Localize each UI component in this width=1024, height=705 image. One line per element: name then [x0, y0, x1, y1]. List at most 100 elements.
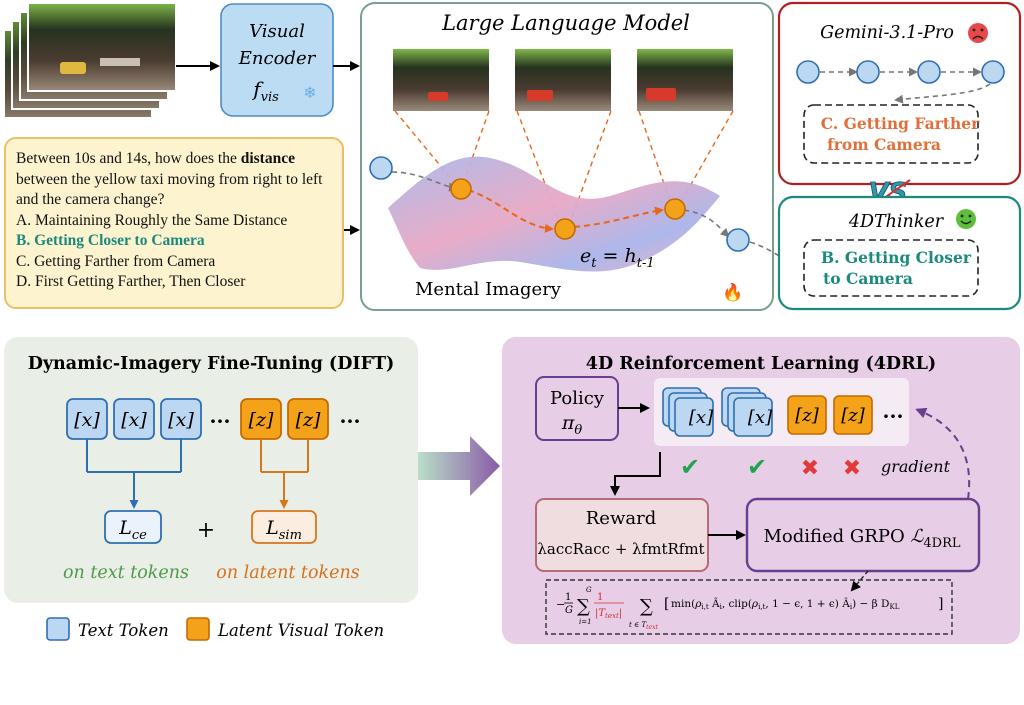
svg-text:1: 1 — [597, 592, 603, 603]
latent-token-bracket — [260, 439, 309, 509]
grpo-formula: − 1 G ∑ G i=1 1 |Ttext| ∑ t ∈ Ttext [ mi… — [556, 586, 943, 631]
svg-text:[x]: [x] — [748, 407, 773, 428]
cross-icon-2: ✖ — [843, 456, 861, 481]
thinker-title: 4DThinker — [848, 212, 945, 232]
svg-text:[: [ — [664, 596, 669, 612]
svg-text:∑: ∑ — [577, 596, 590, 617]
svg-text:[z]: [z] — [841, 405, 866, 426]
svg-text:[x]: [x] — [74, 409, 100, 431]
encoder-line2: Encoder — [238, 48, 317, 69]
svg-text:[z]: [z] — [249, 409, 274, 431]
rollout-text-token-stack-1: [x] — [662, 387, 714, 437]
legend-text-token-swatch — [46, 617, 70, 641]
question-box: Between 10s and 14s, how does the distan… — [4, 137, 344, 309]
fire-icon: 🔥 — [722, 282, 743, 303]
option-a: A. Maintaining Roughly the Same Distance — [16, 211, 288, 229]
legend-text-token-label: Text Token — [78, 621, 169, 640]
option-b: B. Getting Closer to Camera — [16, 232, 205, 249]
formula-box — [545, 579, 953, 635]
equation-label: et = ht-1 — [580, 245, 655, 271]
llm-output-text-token — [726, 228, 750, 252]
on-latent-tokens-label: on latent tokens — [216, 563, 359, 583]
svg-text:−: − — [556, 598, 565, 611]
svg-text:]: ] — [938, 596, 943, 612]
svg-text:G: G — [586, 586, 592, 594]
svg-text:[x]: [x] — [168, 409, 194, 431]
rollout-ellipsis: ··· — [883, 404, 904, 428]
svg-text:[z]: [z] — [795, 405, 820, 426]
rollout-latent-tokens: [z] [z] — [787, 395, 873, 435]
dift-ellipsis-1: ··· — [210, 409, 231, 433]
svg-text:t ∈ Ttext: t ∈ Ttext — [629, 621, 658, 631]
gemini-token-chain — [796, 60, 1005, 104]
mental-imagery-label: Mental Imagery — [415, 279, 562, 300]
on-text-tokens-label: on text tokens — [63, 563, 189, 583]
video-frame-stack — [3, 2, 177, 119]
reward-label: Reward — [586, 508, 656, 529]
dift-text-tokens: [x] [x] [x] — [66, 398, 202, 440]
gemini-answer-line1: C. Getting Farther — [821, 114, 980, 133]
svg-text:G: G — [565, 605, 573, 616]
policy-symbol: πθ — [561, 412, 583, 438]
encoder-line1: Visual — [249, 21, 305, 42]
latent-node-2 — [554, 218, 576, 240]
loss-sim-label: Lsim — [265, 517, 302, 543]
svg-text:∑: ∑ — [640, 596, 653, 617]
svg-text:[x]: [x] — [121, 409, 147, 431]
gemini-panel — [777, 1, 1022, 186]
svg-text:[x]: [x] — [689, 407, 714, 428]
thinker-answer-line2: to Camera — [823, 269, 913, 288]
dift-title: Dynamic-Imagery Fine-Tuning (DIFT) — [28, 354, 395, 374]
thinker-answer-line1: B. Getting Closer — [821, 248, 972, 267]
cross-icon-1: ✖ — [801, 456, 819, 481]
rollout-text-token-stack-2: [x] — [721, 387, 773, 437]
drl-title: 4D Reinforcement Learning (4DRL) — [586, 354, 936, 374]
visual-encoder-box — [220, 3, 334, 117]
latent-path-1 — [467, 189, 554, 233]
loss-ce-box — [104, 510, 162, 544]
input-token-arrow — [391, 171, 458, 192]
rollout-to-reward-arrow — [610, 452, 661, 496]
llm-frame-3 — [637, 49, 733, 111]
grpo-box — [745, 497, 981, 573]
policy-label: Policy — [550, 388, 605, 409]
text-token-bracket — [86, 439, 182, 509]
llm-frame-2 — [515, 49, 611, 111]
legend-latent-token-label: Latent Visual Token — [217, 621, 384, 640]
happy-face-icon — [956, 209, 976, 229]
loss-ce-label: Lce — [118, 517, 147, 543]
gemini-answer-line2: from Camera — [827, 135, 941, 154]
legend-latent-token-swatch — [186, 617, 210, 641]
gradient-feedback-arrow — [915, 407, 971, 500]
dift-to-drl-arrow — [418, 436, 500, 496]
svg-text:i=1: i=1 — [579, 618, 592, 626]
option-c: C. Getting Farther from Camera — [16, 252, 216, 270]
question-text: Between 10s and 14s, how does the distan… — [16, 150, 323, 208]
reward-formula: λaccRacc + λfmtRfmt — [537, 540, 704, 558]
sad-face-icon — [968, 23, 988, 43]
dift-ellipsis-2: ··· — [340, 409, 361, 433]
thinker-answer-box — [803, 239, 979, 297]
snowflake-icon: ❄ — [303, 83, 316, 102]
loss-sim-box — [251, 510, 317, 544]
dift-latent-tokens: [z] [z] — [240, 398, 329, 440]
llm-title: Large Language Model — [441, 11, 690, 35]
svg-text:min(ρi,t Âi, clip(ρi,t, 1 − ϵ,: min(ρi,t Âi, clip(ρi,t, 1 − ϵ, 1 + ϵ) Âi… — [671, 596, 900, 611]
latent-to-output-arrow — [683, 209, 730, 238]
llm-frame-1 — [393, 49, 489, 111]
llm-input-text-token — [369, 156, 393, 180]
gradient-label: gradient — [881, 457, 951, 476]
check-icon-1: ✔ — [680, 453, 700, 481]
gemini-title: Gemini-3.1-Pro — [820, 23, 954, 43]
gemini-answer-box — [803, 104, 979, 164]
svg-text:[z]: [z] — [296, 409, 321, 431]
plus-sign: + — [197, 518, 215, 543]
option-d: D. First Getting Farther, Then Closer — [16, 273, 246, 290]
grpo-label: Modified GRPO ℒ4DRL — [763, 526, 960, 551]
latent-node-3 — [664, 198, 686, 220]
svg-text:1: 1 — [565, 592, 571, 603]
latent-path-2 — [573, 206, 664, 228]
check-icon-2: ✔ — [747, 453, 767, 481]
latent-node-1 — [450, 178, 472, 200]
